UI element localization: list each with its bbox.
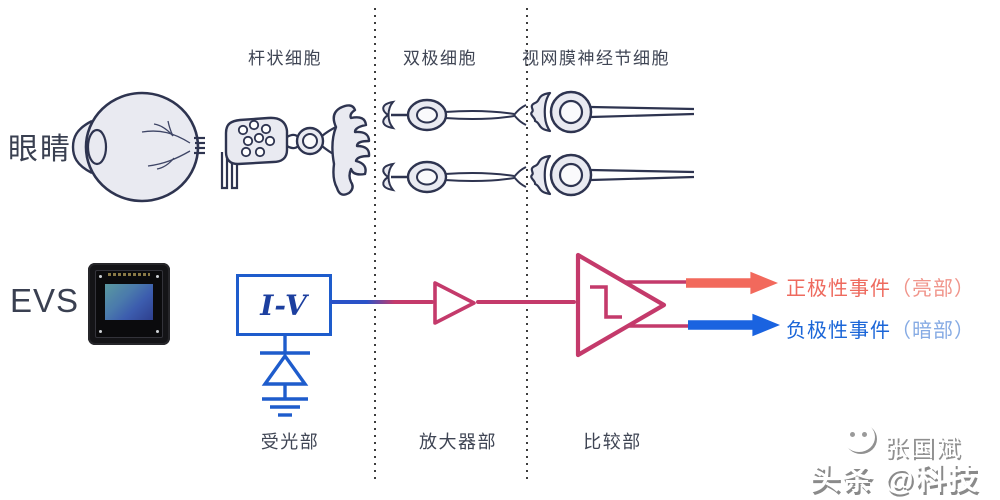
negative-event-text: 负极性事件 <box>786 320 891 342</box>
rod-vesicles <box>237 119 276 158</box>
hysteresis-step-icon <box>590 285 622 319</box>
rod-terminal-branches <box>331 104 371 196</box>
dotted-divider-left <box>374 8 376 482</box>
row-label-evs: EVS <box>10 282 80 319</box>
negative-event-arrow <box>688 313 780 337</box>
positive-event-label: 正极性事件（亮部） <box>786 272 975 301</box>
bipolar-cell-illustration <box>382 160 527 194</box>
negative-event-suffix: （暗部） <box>891 320 975 342</box>
rod-cell-illustration <box>220 104 371 196</box>
watermark-author: 张国斌 <box>884 435 962 462</box>
label-photoreceptor-section: 受光部 <box>260 432 320 452</box>
iv-label: I-V <box>260 288 308 322</box>
ganglion-cell-illustration <box>530 90 695 134</box>
row-label-eye: 眼睛 <box>8 133 72 166</box>
bipolar-cell-illustration <box>382 98 527 132</box>
label-ganglion-cells: 视网膜神经节细胞 <box>522 49 670 68</box>
ganglion-cell-illustration <box>530 153 695 197</box>
optic-nerve-lines <box>194 136 205 155</box>
wire-amplifier-to-comparator <box>476 300 576 304</box>
negative-event-label: 负极性事件（暗部） <box>786 314 975 343</box>
comparator-icon <box>575 252 700 358</box>
dotted-divider-right <box>526 8 528 482</box>
label-rod-cells: 杆状细胞 <box>248 49 322 68</box>
positive-event-text: 正极性事件 <box>786 278 891 300</box>
watermark-panda-logo-icon <box>843 422 875 452</box>
label-bipolar-cells: 双极细胞 <box>403 49 477 68</box>
chip-bond-pads <box>108 273 150 276</box>
label-amplifier-section: 放大器部 <box>419 432 497 452</box>
wire-iv-to-amplifier <box>330 300 434 304</box>
label-comparator-section: 比较部 <box>583 432 642 452</box>
photodiode-symbol <box>260 336 310 417</box>
evs-chip-image <box>88 263 170 345</box>
watermark-credit: 头条 @科技芯时空 <box>810 463 980 496</box>
amplifier-icon <box>433 281 476 325</box>
iv-converter-box: I-V <box>236 274 332 336</box>
positive-event-suffix: （亮部） <box>891 278 975 300</box>
chip-sensor-area <box>105 284 153 320</box>
retina-vessels <box>141 120 191 170</box>
eye-illustration <box>71 91 205 203</box>
